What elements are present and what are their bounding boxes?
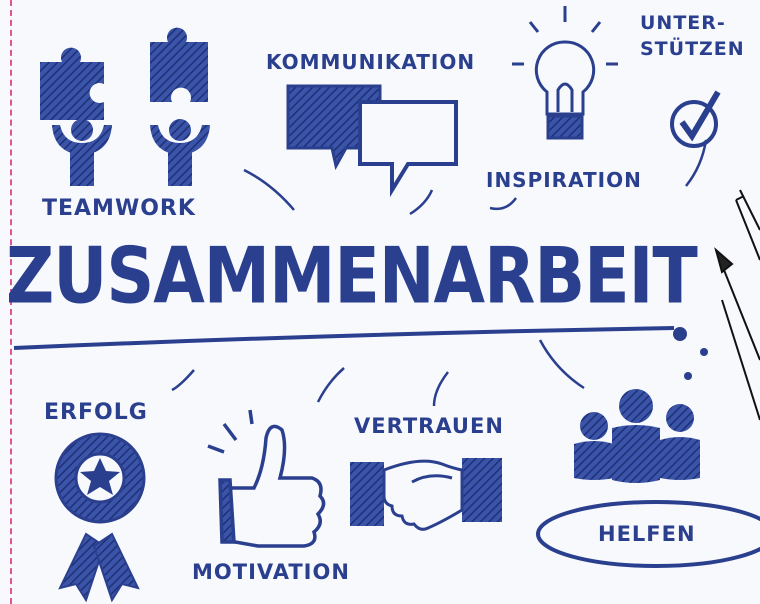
light-bulb-icon: [512, 6, 618, 140]
label-helfen: HELFEN: [598, 522, 696, 546]
margin-line: [10, 0, 12, 604]
puzzle-person-icon: [40, 47, 112, 186]
speech-bubbles-icon: [286, 84, 458, 198]
thumbs-up-icon: [207, 409, 326, 548]
label-erfolg: ERFOLG: [44, 400, 148, 425]
checkmark-icon: [670, 90, 721, 148]
page-title: ZUSAMMENARBEIT: [6, 230, 698, 322]
label-unterstuetzen-line2: STÜTZEN: [640, 38, 745, 60]
puzzle-person-icon: [150, 27, 210, 186]
helfen-ellipse: [536, 500, 760, 568]
group-icon: [574, 389, 700, 483]
medal-icon: [54, 432, 146, 603]
label-vertrauen: VERTRAUEN: [354, 414, 504, 438]
label-teamwork: TEAMWORK: [42, 196, 196, 221]
title-underline: [13, 326, 675, 350]
connector-lines: [171, 139, 708, 407]
label-inspiration: INSPIRATION: [486, 168, 642, 192]
handshake-icon: [350, 458, 502, 531]
pencils-icon: [714, 189, 760, 421]
label-kommunikation: KOMMUNIKATION: [266, 50, 476, 74]
decorative-dots: [673, 327, 708, 380]
label-motivation: MOTIVATION: [192, 560, 350, 584]
label-unterstuetzen-line1: UNTER-: [640, 12, 726, 34]
